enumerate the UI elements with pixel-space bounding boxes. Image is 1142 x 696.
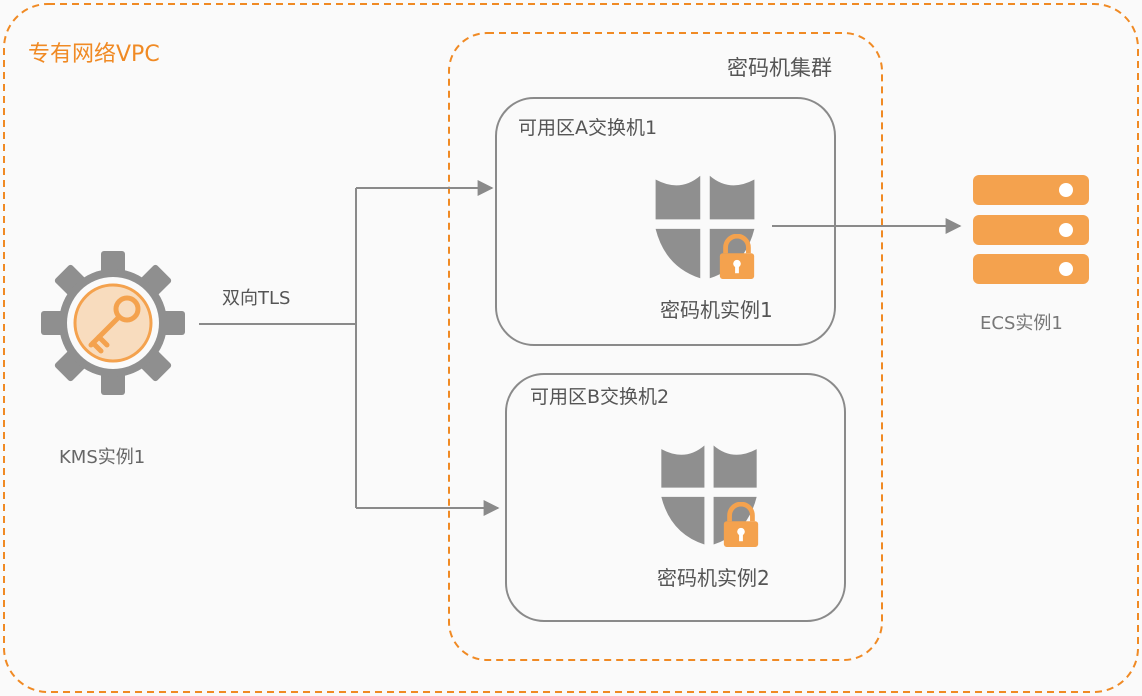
vpc-boundary — [3, 3, 1139, 693]
kms-instance-label: KMS实例1 — [59, 447, 146, 468]
zone-a-title: 可用区A交换机1 — [518, 117, 658, 139]
ecs-instance-label: ECS实例1 — [980, 313, 1063, 334]
zone-b-box — [505, 373, 846, 622]
hsm-cluster-boundary — [448, 32, 883, 661]
vpc-title: 专有网络VPC — [28, 42, 160, 67]
hsm-instance-2-label: 密码机实例2 — [657, 566, 770, 590]
tls-connection-label: 双向TLS — [222, 288, 291, 309]
hsm-cluster-title: 密码机集群 — [727, 56, 832, 80]
gear-with-key-icon — [41, 251, 185, 395]
hsm-instance-1-icon — [655, 175, 755, 279]
hsm-instance-1-label: 密码机实例1 — [660, 298, 773, 322]
server-stack-icon — [973, 175, 1089, 284]
tls-connection — [199, 180, 962, 516]
hsm-instance-2-icon — [661, 445, 758, 547]
zone-b-title: 可用区B交换机2 — [530, 386, 670, 408]
zone-a-box — [495, 97, 836, 346]
